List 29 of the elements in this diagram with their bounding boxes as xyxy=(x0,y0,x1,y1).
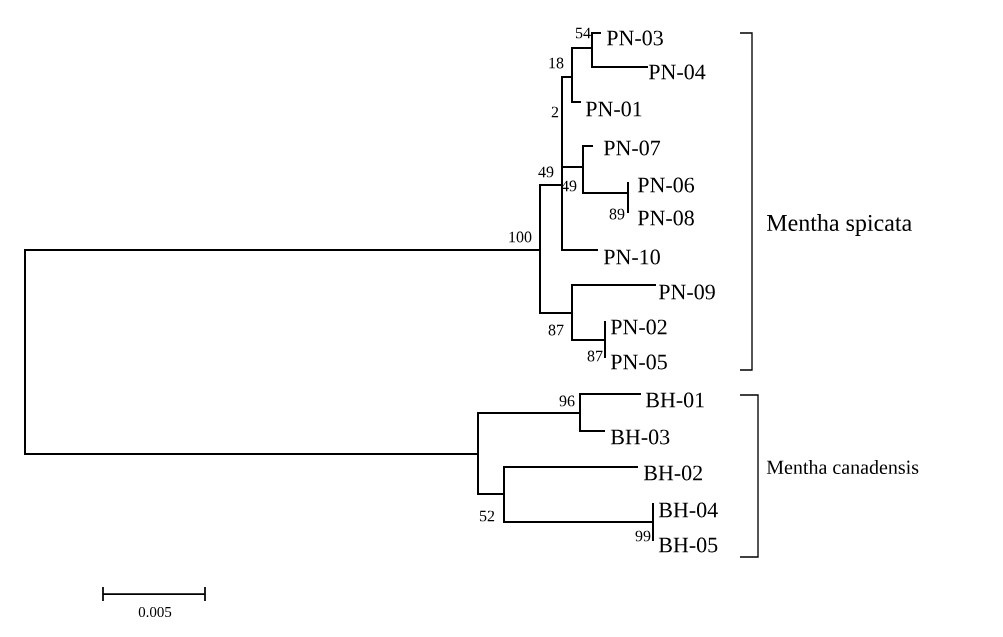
leaf-label: PN-03 xyxy=(606,30,663,46)
leaf-label: BH-03 xyxy=(610,429,670,445)
leaf-label: PN-04 xyxy=(648,64,706,80)
bootstrap-value: 52 xyxy=(479,510,495,522)
bootstrap-value: 54 xyxy=(575,27,591,39)
leaf-label: PN-09 xyxy=(658,284,715,300)
leaf-label: PN-02 xyxy=(610,319,667,335)
leaf-label: BH-04 xyxy=(658,502,718,518)
leaf-label: BH-02 xyxy=(643,465,702,481)
leaf-label: PN-01 xyxy=(585,101,642,117)
leaf-label: PN-06 xyxy=(637,177,695,193)
leaf-label: PN-08 xyxy=(637,210,694,226)
bootstrap-value: 96 xyxy=(559,395,575,407)
bootstrap-value: 89 xyxy=(609,208,625,220)
bootstrap-value: 18 xyxy=(549,57,564,69)
leaf-label: PN-05 xyxy=(610,354,667,370)
bootstrap-value: 2 xyxy=(551,106,559,118)
bootstrap-value: 99 xyxy=(635,530,651,542)
bootstrap-value: 49 xyxy=(538,166,554,178)
leaf-label: PN-10 xyxy=(603,249,660,265)
clade-label: Mentha spicata xyxy=(766,214,912,236)
leaf-label: PN-07 xyxy=(603,140,661,156)
bootstrap-value: 87 xyxy=(548,324,564,336)
scale-label: 0.005 xyxy=(138,606,172,618)
bootstrap-value: 87 xyxy=(587,350,603,362)
leaf-label: BH-05 xyxy=(658,537,718,553)
bootstrap-value: 100 xyxy=(509,231,532,243)
clade-label: Mentha canadensis xyxy=(766,460,919,475)
leaf-label: BH-01 xyxy=(645,392,704,408)
